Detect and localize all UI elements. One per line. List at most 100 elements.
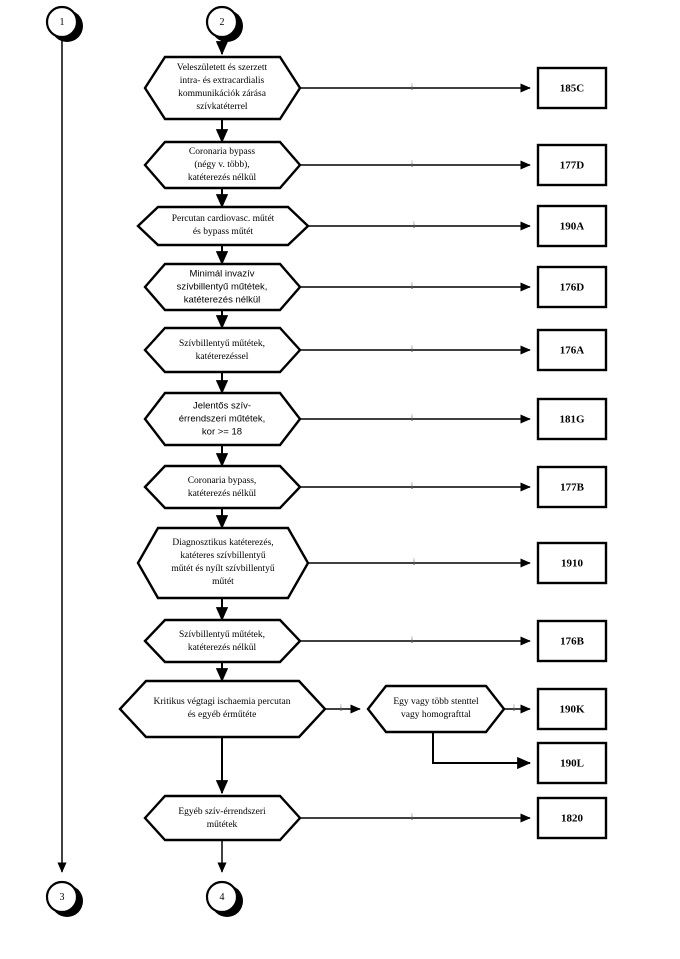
tick-marker-n11: i (411, 812, 414, 822)
connector-3-label: 3 (60, 892, 65, 903)
node-n4-line-0: Minimál invazív (190, 269, 255, 280)
node-n4-group: Minimál invazív szívbillentyű műtétek, k… (143, 262, 531, 330)
tick-marker-n8: i (413, 557, 416, 567)
drg-box-190A-group: 190A (536, 204, 608, 248)
drg-box-190L[interactable] (536, 741, 608, 785)
drg-box-190L-group: 190L (536, 741, 608, 785)
tick-marker-n1: i (411, 82, 414, 92)
node-n1-line-0: Veleszületett és szerzett (177, 63, 268, 73)
node-n6-line-1: érrendszeri műtétek, (179, 414, 266, 425)
node-n3-hexagon[interactable] (136, 205, 310, 247)
node-n1-line-2: kommunikációk zárása (178, 89, 267, 99)
drg-code-177D: 177D (560, 160, 585, 172)
drg-code-177B: 177B (560, 482, 585, 494)
drg-box-176A[interactable] (536, 328, 608, 372)
branch-node-line-1: vagy homografttal (401, 709, 471, 720)
node-n2-line-1: (négy v. több), (194, 159, 249, 170)
drg-box-176D-group: 176D (536, 265, 608, 309)
drg-box-1910-group: 1910 (536, 541, 608, 585)
connector-1-label: 1 (60, 17, 65, 28)
left-spine-group: 1 3 (45, 5, 83, 917)
tick-marker-n6: i (411, 413, 414, 423)
drg-box-1820-group: 1820 (536, 796, 608, 840)
node-n7-line-0: Coronaria bypass, (188, 476, 257, 486)
drg-box-1910[interactable] (536, 541, 608, 585)
node-n11-line-0: Egyéb szív-érrendszeri (178, 807, 266, 817)
tick-marker-n9: i (411, 635, 414, 645)
node-n8-group: Diagnosztikus katéterezés, katéteres szí… (136, 526, 531, 622)
edge-branch-to-190L (432, 732, 532, 770)
node-n10-line-0: Kritikus végtagi ischaemia percutan (154, 697, 291, 707)
connector-4-circle[interactable] (205, 880, 239, 914)
drg-box-176A-group: 176A (536, 328, 608, 372)
node-n6-line-0: Jelentős szív- (193, 401, 251, 412)
node-n2-group: Coronaria bypass (négy v. több), katéter… (143, 140, 531, 209)
node-n6-line-2: kor >= 18 (202, 427, 242, 438)
drg-box-185C[interactable] (536, 66, 608, 110)
drg-box-177D[interactable] (536, 143, 608, 187)
node-n8-line-0: Diagnosztikus katéterezés, (172, 538, 273, 548)
drg-code-176B: 176B (560, 636, 585, 648)
drg-code-1820: 1820 (561, 813, 584, 825)
tick-marker-n7: i (411, 481, 414, 491)
connector-2-group: 2 (205, 5, 243, 56)
node-n5-group: Szívbillentyű műtétek, katéterezéssel i (143, 326, 531, 395)
node-n10-hexagon[interactable] (118, 679, 327, 739)
node-n7-line-1: katéterezés nélkül (188, 489, 257, 499)
node-n10-group: Kritikus végtagi ischaemia percutan és e… (118, 679, 361, 795)
node-n1-group: Veleszületett és szerzett intra- és extr… (143, 55, 531, 144)
tick-marker-n2: i (411, 159, 414, 169)
drg-code-1910: 1910 (561, 558, 584, 570)
node-n4-line-1: szívbillentyű műtétek, (177, 282, 268, 293)
drg-code-181G: 181G (559, 414, 585, 426)
node-n9-line-1: katéterezés nélkül (188, 643, 257, 653)
drg-box-190K[interactable] (536, 687, 608, 731)
branch-node-line-0: Egy vagy több stenttel (393, 697, 479, 707)
node-n9-group: Szívbillentyű műtétek, katéterezés nélkü… (143, 618, 531, 683)
connector-4-label: 4 (220, 892, 225, 903)
drg-code-176D: 176D (560, 282, 585, 294)
drg-box-190A[interactable] (536, 204, 608, 248)
drg-box-176B-group: 176B (536, 619, 608, 663)
node-n11-line-1: műtétek (207, 820, 238, 830)
drg-box-177B[interactable] (536, 465, 608, 509)
tick-marker-n5: i (411, 344, 414, 354)
node-n9-hexagon[interactable] (143, 618, 302, 664)
branch-node-hexagon[interactable] (366, 684, 506, 734)
drg-code-176A: 176A (560, 345, 585, 357)
node-n3-group: Percutan cardiovasc. műtét és bypass műt… (136, 205, 531, 266)
node-n5-line-1: katéterezéssel (196, 352, 249, 362)
connector-3-circle[interactable] (45, 880, 79, 914)
drg-code-190L: 190L (560, 758, 584, 770)
branch-node-group: Egy vagy több stenttel vagy homografttal… (366, 684, 532, 770)
node-n8-line-1: katéteres szívbillentyű (180, 551, 265, 561)
node-n11-hexagon[interactable] (143, 794, 302, 842)
node-n8-line-3: műtét (212, 577, 234, 587)
drg-box-177B-group: 177B (536, 465, 608, 509)
node-n1-line-1: intra- és extracardialis (180, 76, 265, 86)
tick-marker-n10: i (340, 703, 343, 713)
drg-box-181G-group: 181G (536, 397, 608, 441)
drg-box-176D[interactable] (536, 265, 608, 309)
node-n10-line-1: és egyéb érműtéte (188, 710, 257, 720)
node-n3-line-0: Percutan cardiovasc. műtét (172, 214, 275, 224)
tick-marker-branch: i (513, 703, 516, 713)
drg-box-181G[interactable] (536, 397, 608, 441)
drg-code-190A: 190A (560, 221, 585, 233)
node-n8-line-2: műtét és nyílt szívbillentyű (171, 564, 274, 574)
drg-box-176B[interactable] (536, 619, 608, 663)
drg-box-1820[interactable] (536, 796, 608, 840)
connector-4-group: 4 (205, 880, 243, 917)
drg-code-185C: 185C (560, 83, 585, 95)
connector-2-label: 2 (220, 17, 225, 28)
node-n7-hexagon[interactable] (143, 464, 302, 510)
drg-box-177D-group: 177D (536, 143, 608, 187)
node-n9-line-0: Szívbillentyű műtétek, (179, 630, 265, 640)
drg-box-190K-group: 190K (536, 687, 608, 731)
drg-code-190K: 190K (559, 704, 585, 716)
tick-marker-n3: i (413, 220, 416, 230)
node-n2-line-2: katéterezés nélkül (188, 173, 257, 183)
node-n5-hexagon[interactable] (143, 326, 302, 374)
node-n3-line-1: és bypass műtét (193, 227, 254, 237)
